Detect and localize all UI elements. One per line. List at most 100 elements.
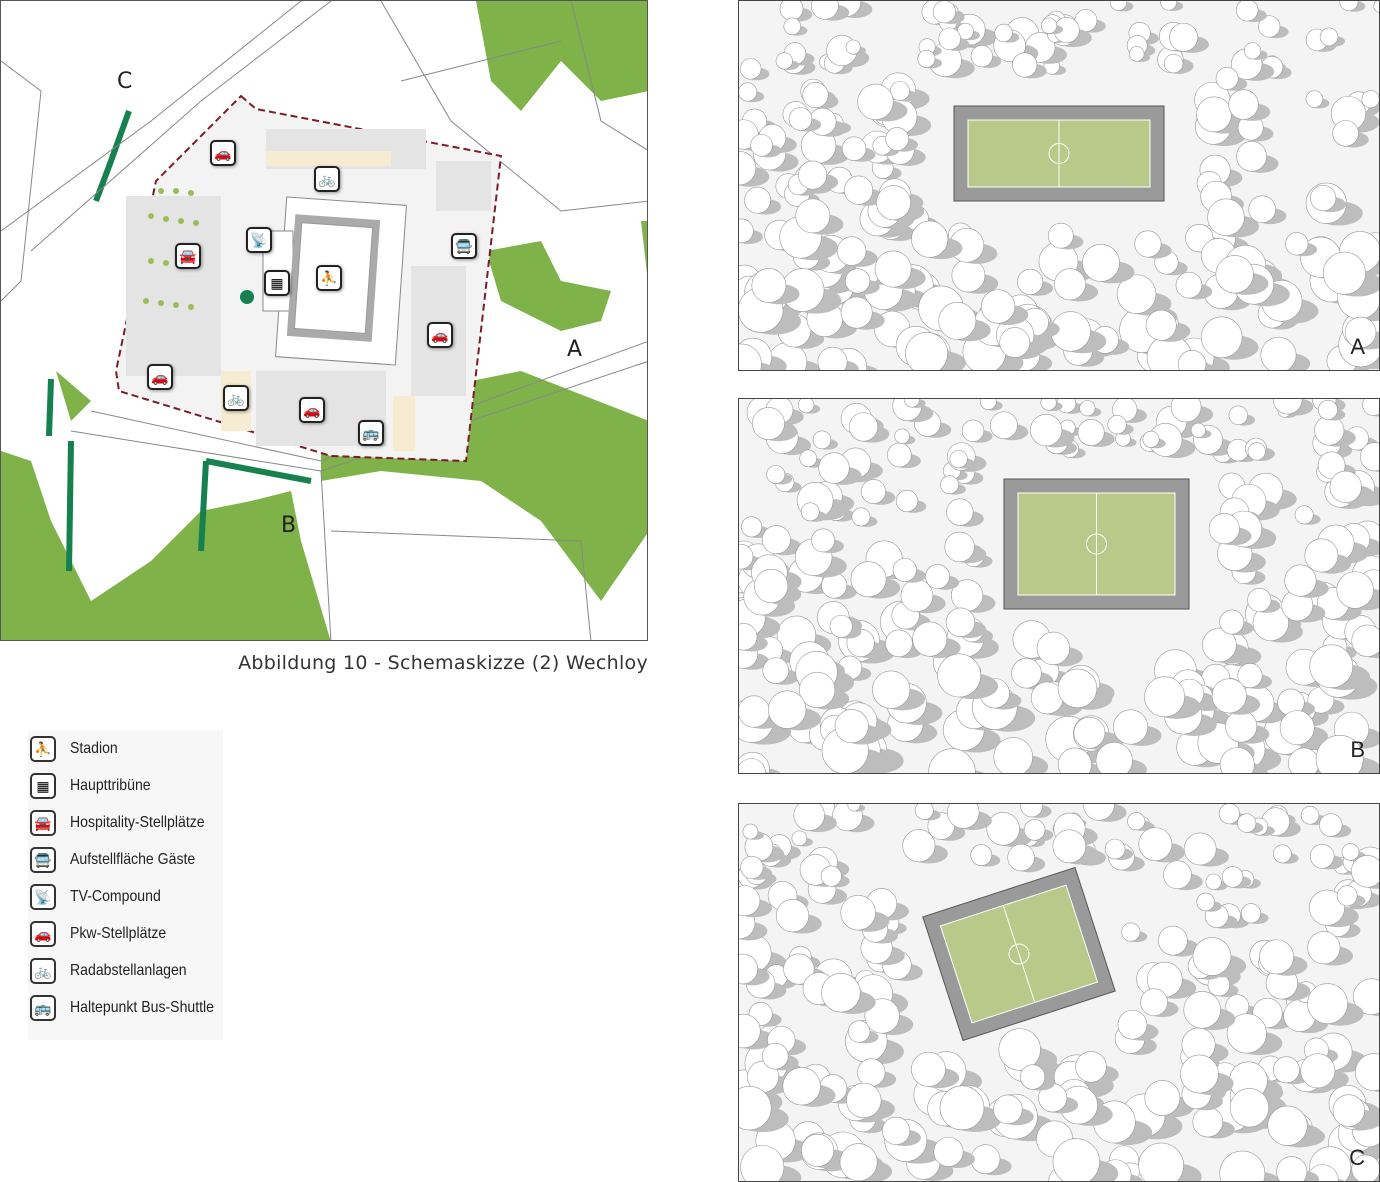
hospitality-car-icon: 🚘: [175, 243, 201, 269]
car-icon: 🚗: [147, 364, 173, 390]
tree: [810, 1, 839, 20]
hospitality-car-icon: 🚘: [30, 810, 56, 836]
tree: [779, 1, 804, 21]
tree: [762, 1042, 789, 1070]
tree: [1360, 442, 1379, 472]
tree: [903, 399, 920, 408]
tree: [845, 39, 861, 55]
tree: [1142, 430, 1160, 448]
tree: [1052, 829, 1087, 864]
tree: [799, 449, 817, 468]
tree: [1017, 268, 1044, 295]
legend: ⛹Stadion ▦Haupttribüne 🚘Hospitality-Stel…: [28, 730, 223, 1040]
tree: [739, 543, 754, 570]
tree: [940, 475, 959, 495]
tree: [1294, 505, 1314, 525]
tree: [1310, 185, 1337, 212]
bicycle-icon: 🚲: [223, 385, 249, 411]
tree: [843, 175, 874, 205]
tree: [1109, 1, 1128, 11]
tree: [911, 1051, 946, 1087]
tree: [1030, 414, 1063, 447]
tree: [1260, 336, 1297, 370]
grandstand-icon: ▦: [264, 270, 290, 296]
tree: [1309, 844, 1335, 869]
tree: [1284, 564, 1317, 597]
tree: [874, 250, 912, 288]
tree: [1211, 678, 1247, 714]
rendering-view-b: B: [738, 398, 1380, 774]
tree: [752, 407, 785, 440]
tree: [876, 185, 911, 221]
tree: [762, 657, 790, 684]
tree: [1057, 747, 1092, 773]
tree: [1117, 1009, 1148, 1040]
tree: [895, 489, 919, 513]
tree: [1200, 316, 1243, 358]
site-plan-drawing: [1, 1, 647, 640]
tree: [783, 953, 815, 985]
tree: [993, 1094, 1023, 1125]
tree: [945, 607, 976, 637]
tree: [841, 136, 867, 161]
tree: [980, 289, 1016, 324]
tree: [768, 690, 807, 729]
tree: [1332, 1094, 1365, 1127]
tree: [1052, 1138, 1100, 1181]
tree: [847, 804, 861, 812]
tree: [740, 1145, 785, 1181]
guest-bus-icon: 🚍: [451, 233, 477, 259]
tree: [836, 236, 867, 266]
view-marker-a: A: [567, 337, 583, 362]
tree: [1116, 274, 1157, 314]
legend-label: Haltepunkt Bus-Shuttle: [70, 999, 215, 1016]
tree: [1196, 892, 1215, 912]
tree: [1177, 350, 1207, 370]
guest-bus-icon: 🚍: [30, 847, 56, 873]
tree: [1158, 925, 1188, 956]
tree: [1247, 442, 1266, 461]
tree: [851, 507, 871, 527]
tree: [1138, 827, 1173, 862]
tree: [1075, 1051, 1107, 1083]
tree: [1258, 15, 1281, 38]
rendering-label: A: [1350, 334, 1365, 359]
tree: [802, 81, 829, 109]
tree: [1243, 42, 1262, 60]
tree: [1304, 538, 1339, 573]
tree: [848, 412, 879, 442]
tree: [1226, 1013, 1267, 1054]
rendering-label: B: [1350, 737, 1365, 762]
tree: [1175, 271, 1203, 299]
tree: [801, 1133, 835, 1167]
tree: [817, 346, 848, 370]
tree: [1273, 399, 1303, 415]
tree: [1007, 843, 1035, 872]
tree: [1339, 1, 1359, 12]
tree: [946, 498, 974, 526]
tree: [1247, 588, 1272, 613]
tree: [739, 151, 757, 186]
tree: [1361, 90, 1379, 109]
car-icon: 🚗: [299, 397, 325, 423]
tree: [1129, 46, 1145, 62]
tree: [840, 296, 873, 329]
tree: [1315, 735, 1364, 773]
tree: [839, 1143, 878, 1181]
tree: [1205, 873, 1222, 890]
tree: [938, 302, 977, 340]
tree: [739, 82, 758, 102]
tree: [912, 621, 948, 657]
tree: [1107, 415, 1127, 435]
rendering-drawing: [739, 804, 1379, 1181]
tree: [1019, 1064, 1046, 1090]
tree: [1336, 571, 1374, 609]
tree: [986, 812, 1020, 846]
tree: [1012, 52, 1038, 78]
satellite-dish-icon: 📡: [246, 227, 272, 253]
rendering-view-a: A: [738, 0, 1380, 371]
tree: [1279, 710, 1315, 746]
tree: [800, 502, 820, 522]
car-icon: 🚗: [30, 921, 56, 947]
tree: [938, 27, 961, 51]
